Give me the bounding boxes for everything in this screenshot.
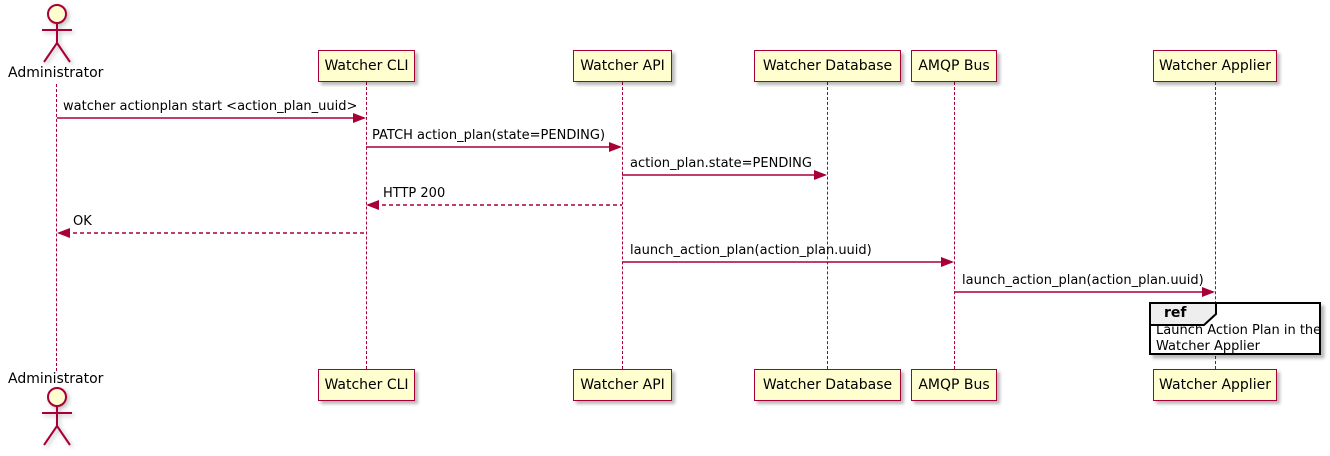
- participant-amqp-bus-top: AMQP Bus: [911, 50, 997, 82]
- message-label-4: HTTP 200: [383, 186, 446, 201]
- lifeline-amqp-bus: [954, 82, 955, 369]
- message-arrow-4: [366, 200, 622, 210]
- participant-watcher-applier-bottom: Watcher Applier: [1153, 369, 1277, 401]
- lifeline-watcher-api: [622, 82, 623, 369]
- administrator-label-top: Administrator: [8, 65, 104, 81]
- participant-watcher-applier-top: Watcher Applier: [1153, 50, 1277, 82]
- message-arrow-5: [57, 228, 366, 238]
- message-label-3: action_plan.state=PENDING: [630, 156, 812, 171]
- ref-text-line-1: Launch Action Plan in the: [1156, 323, 1322, 338]
- ref-fragment: ref Launch Action Plan in the Watcher Ap…: [1149, 302, 1321, 355]
- participant-watcher-database-top: Watcher Database: [754, 50, 901, 82]
- message-arrow-7: [954, 287, 1215, 297]
- ref-text-line-2: Watcher Applier: [1156, 338, 1260, 354]
- participant-watcher-cli-bottom: Watcher CLI: [318, 369, 415, 401]
- lifeline-watcher-database: [827, 82, 828, 369]
- message-label-5: OK: [73, 214, 92, 229]
- message-arrow-6: [622, 257, 954, 267]
- participant-amqp-bus-bottom: AMQP Bus: [911, 369, 997, 401]
- participant-watcher-api-bottom: Watcher API: [573, 369, 672, 401]
- administrator-actor-icon-bottom: [42, 387, 72, 446]
- ref-text: Launch Action Plan in the Watcher Applie…: [1156, 323, 1321, 354]
- participant-watcher-api-top: Watcher API: [573, 50, 672, 82]
- lifeline-administrator: [56, 84, 57, 371]
- participant-watcher-cli-top: Watcher CLI: [318, 50, 415, 82]
- participant-watcher-database-bottom: Watcher Database: [754, 369, 901, 401]
- message-label-2: PATCH action_plan(state=PENDING): [372, 128, 606, 143]
- message-arrow-3: [622, 170, 827, 180]
- ref-keyword: ref: [1164, 305, 1187, 321]
- administrator-actor-icon: [42, 4, 72, 63]
- message-label-1: watcher actionplan start <action_plan_uu…: [63, 99, 358, 114]
- administrator-label-bottom: Administrator: [8, 371, 104, 387]
- lifeline-watcher-cli: [366, 82, 367, 369]
- lifeline-watcher-applier: [1215, 82, 1216, 369]
- message-arrow-2: [366, 142, 622, 152]
- ref-header-pentagon: [1149, 302, 1217, 326]
- message-label-7: launch_action_plan(action_plan.uuid): [962, 273, 1204, 288]
- message-label-6: launch_action_plan(action_plan.uuid): [630, 243, 872, 258]
- message-arrow-1: [57, 113, 366, 123]
